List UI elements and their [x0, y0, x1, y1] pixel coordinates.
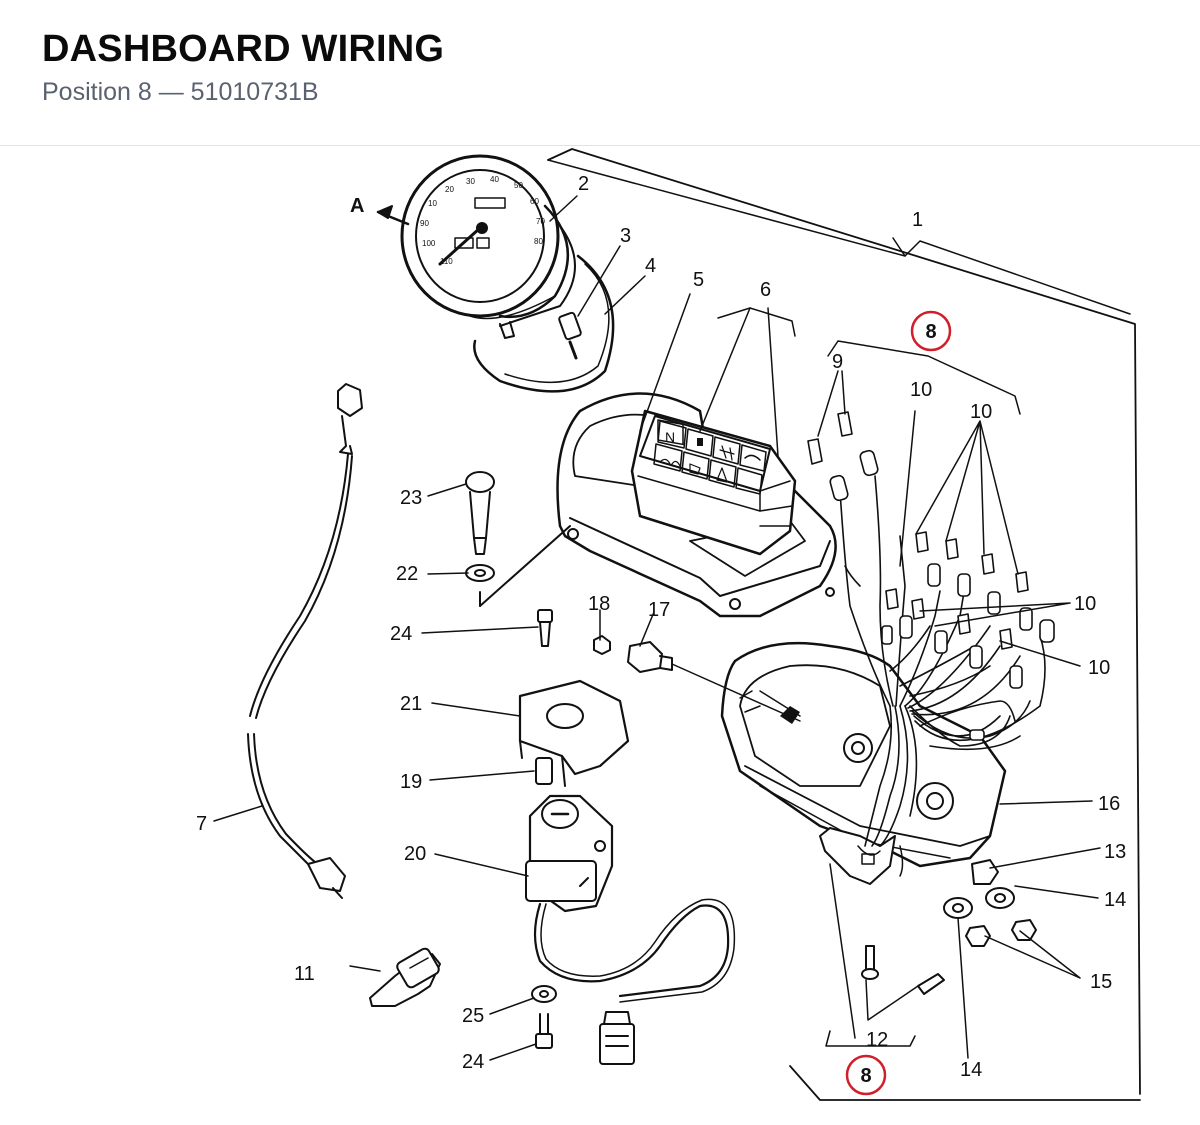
gauge-tick-label: 110	[440, 257, 453, 266]
instrument-housing	[720, 641, 1007, 877]
leader-17-housing	[671, 663, 801, 722]
ignition-bracket	[518, 679, 630, 787]
callout-2: 2	[578, 173, 589, 195]
svg-text:N: N	[665, 429, 675, 445]
nut-18	[593, 635, 611, 655]
callout-10a: 10	[910, 379, 932, 401]
callout-10d: 10	[1088, 657, 1110, 679]
ignition-key	[369, 947, 441, 1007]
diagram-canvas: 10 20 30 40 50 60 70 80 90 100 110 A	[0, 146, 1200, 1120]
page-header: DASHBOARD WIRING Position 8 — 51010731B	[0, 0, 1200, 146]
assembly-outline	[547, 148, 1141, 1101]
ignition-switch	[525, 794, 614, 913]
view-arrow-a: A	[350, 195, 410, 226]
leader-lines	[213, 159, 1131, 1061]
gauge-tick-label: 80	[534, 237, 543, 246]
callout-14a: 14	[1104, 889, 1126, 911]
callout-24b: 24	[462, 1051, 484, 1073]
terminals	[807, 411, 1055, 741]
callout-22: 22	[396, 563, 418, 585]
callout-24a: 24	[390, 623, 412, 645]
callout-16: 16	[1098, 793, 1120, 815]
callout-10c: 10	[1074, 593, 1096, 615]
screw-24-upper	[537, 609, 553, 647]
callout-21: 21	[400, 693, 422, 715]
callout-8-bottom-label: 8	[860, 1065, 871, 1087]
cap-17	[627, 641, 673, 673]
gauge-tick-label: 30	[466, 177, 475, 186]
gauge-tick-label: 10	[428, 199, 437, 208]
ignition-cable	[533, 898, 736, 1003]
highlight-ring	[910, 310, 952, 352]
callout-4: 4	[645, 255, 656, 277]
highlight-ring	[845, 1054, 887, 1096]
callout-8-top-label: 8	[925, 321, 936, 343]
speedometer-needle	[438, 226, 482, 266]
callout-13: 13	[1104, 841, 1126, 863]
spacer-19	[535, 757, 553, 785]
washer-25	[531, 985, 557, 1003]
connector-plug	[599, 1011, 635, 1065]
speedometer: 10 20 30 40 50 60 70 80 90 100 110	[400, 154, 600, 339]
gauge-tick-label: 100	[422, 239, 436, 248]
bulb	[558, 311, 582, 360]
callout-18: 18	[588, 593, 610, 615]
callout-12: 12	[866, 1029, 888, 1051]
callout-3: 3	[620, 225, 631, 247]
speedometer-cable	[247, 383, 363, 899]
page-title: DASHBOARD WIRING	[42, 28, 445, 70]
wiring-harness	[839, 475, 1046, 847]
gauge-tick-label: 20	[445, 185, 454, 194]
screw-24-lower	[535, 1013, 553, 1049]
gauge-tick-label: 40	[490, 175, 499, 184]
callout-8-top[interactable]: 8	[910, 310, 952, 352]
callout-11: 11	[294, 963, 315, 985]
warning-light-module: N	[630, 409, 797, 556]
callout-8-bottom[interactable]: 8	[845, 1054, 887, 1096]
connector-bracket	[819, 827, 896, 885]
callout-14b: 14	[960, 1059, 982, 1081]
callout-7: 7	[196, 813, 207, 835]
callout-23: 23	[400, 487, 422, 509]
callout-25: 25	[462, 1005, 484, 1027]
callout-1: 1	[912, 209, 923, 231]
wiring-diagram: 10 20 30 40 50 60 70 80 90 100 110 A	[196, 148, 1141, 1101]
callout-6: 6	[760, 279, 771, 301]
rubber-ring	[473, 254, 615, 393]
callout-20: 20	[404, 843, 426, 865]
page-subtitle: Position 8 — 51010731B	[42, 78, 319, 106]
callout-10b: 10	[970, 401, 992, 423]
callout-5: 5	[693, 269, 704, 291]
housing-fasteners	[861, 859, 1037, 995]
gauge-tick-label: 70	[536, 217, 545, 226]
screw-23	[465, 471, 495, 582]
callout-19: 19	[400, 771, 422, 793]
callout-17: 17	[648, 599, 670, 621]
view-arrow-label: A	[350, 195, 364, 217]
gauge-tick-label: 90	[420, 219, 429, 228]
screw-leader	[479, 525, 571, 607]
callout-9: 9	[832, 351, 843, 373]
gauge-tick-label: 60	[530, 197, 539, 206]
gauge-tick-label: 50	[514, 181, 523, 190]
callout-15: 15	[1090, 971, 1112, 993]
